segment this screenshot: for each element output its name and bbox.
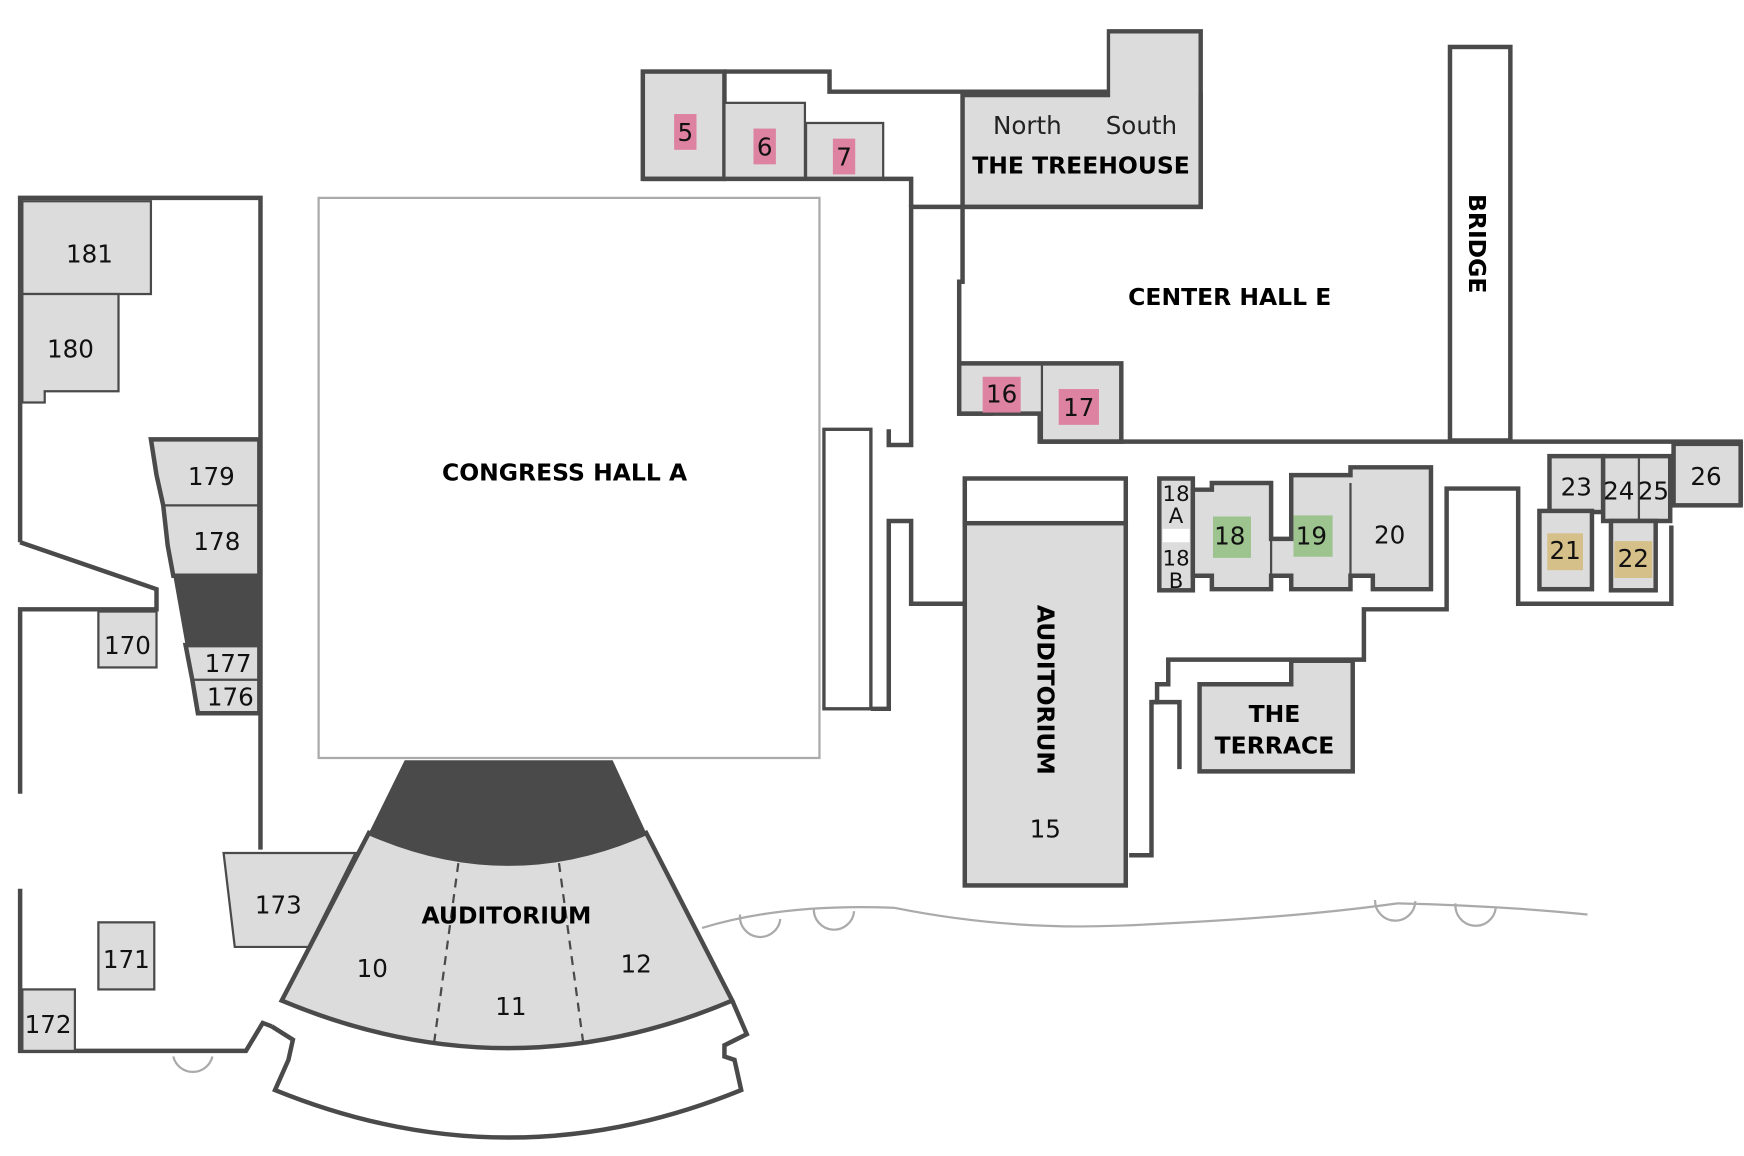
treehouse-label: THE TREEHOUSE (972, 151, 1190, 179)
rooms-18-20 (1157, 465, 1434, 593)
the-terrace[interactable] (1197, 658, 1355, 774)
room-18a-number: 18 (1163, 482, 1190, 507)
room-23-label: 23 (1561, 472, 1592, 501)
room-181-label: 181 (66, 240, 113, 269)
north-wing (640, 29, 1203, 448)
room-171[interactable] (97, 921, 156, 991)
room-15-label: 15 (1030, 814, 1061, 843)
room-16-label: 16 (986, 379, 1017, 408)
room-18-label: 18 (1214, 521, 1245, 550)
room-10-label: 10 (357, 954, 388, 983)
room-20-label: 20 (1374, 520, 1405, 549)
room-176-label: 176 (207, 682, 254, 711)
room-170-label: 170 (104, 631, 151, 660)
room-24-label: 24 (1603, 477, 1634, 506)
room-179-178[interactable] (148, 437, 262, 578)
shoreline (172, 899, 1588, 1073)
room-171-label: 171 (103, 945, 150, 974)
room-173-label: 173 (255, 890, 302, 919)
terrace-label-line1: THE (1249, 700, 1301, 728)
room-180[interactable] (21, 292, 120, 404)
corridor-strip (822, 427, 873, 711)
room-22-label: 22 (1618, 544, 1649, 573)
auditorium-15[interactable] (962, 520, 1129, 888)
room-172[interactable] (21, 988, 77, 1053)
room-11-label: 11 (495, 992, 526, 1021)
room-treehouse[interactable] (960, 92, 1203, 210)
room-181[interactable] (21, 200, 153, 296)
room-17-label: 17 (1063, 393, 1094, 422)
room-5-label: 5 (677, 118, 693, 147)
terrace-label-line2: TERRACE (1215, 732, 1335, 760)
auditorium-15-label: AUDITORIUM (1031, 605, 1059, 775)
room-18b-letter: B (1169, 569, 1184, 594)
room-178-label: 178 (193, 527, 240, 556)
treehouse-south-label: South (1106, 111, 1177, 140)
room-19-label: 19 (1296, 521, 1327, 550)
rooms-21-26 (1537, 441, 1743, 593)
room-177-label: 177 (205, 649, 252, 678)
room-18a-letter: A (1169, 504, 1184, 529)
bridge-label: BRIDGE (1463, 194, 1491, 293)
room-18b-number: 18 (1163, 547, 1190, 572)
room-7-label: 7 (836, 142, 852, 171)
auditorium-main[interactable] (270, 760, 750, 1140)
center-hall-e-label: CENTER HALL E (1128, 283, 1331, 311)
congress-hall-a[interactable] (317, 196, 821, 760)
room-179-label: 179 (188, 462, 235, 491)
room-12-label: 12 (620, 950, 651, 979)
room-180-label: 180 (47, 335, 94, 364)
room-170[interactable] (97, 610, 158, 669)
room-6-label: 6 (757, 132, 773, 161)
auditorium-main-label: AUDITORIUM (421, 901, 591, 929)
room-25-label: 25 (1638, 477, 1669, 506)
room-21-label: 21 (1549, 536, 1580, 565)
room-26-label: 26 (1690, 462, 1721, 491)
room-26[interactable] (1671, 441, 1743, 508)
congress-hall-a-label: CONGRESS HALL A (442, 459, 688, 487)
room-172-label: 172 (25, 1010, 72, 1039)
room-24-25[interactable] (1600, 453, 1673, 524)
treehouse-north-label: North (993, 111, 1062, 140)
west-wing (17, 195, 358, 1054)
